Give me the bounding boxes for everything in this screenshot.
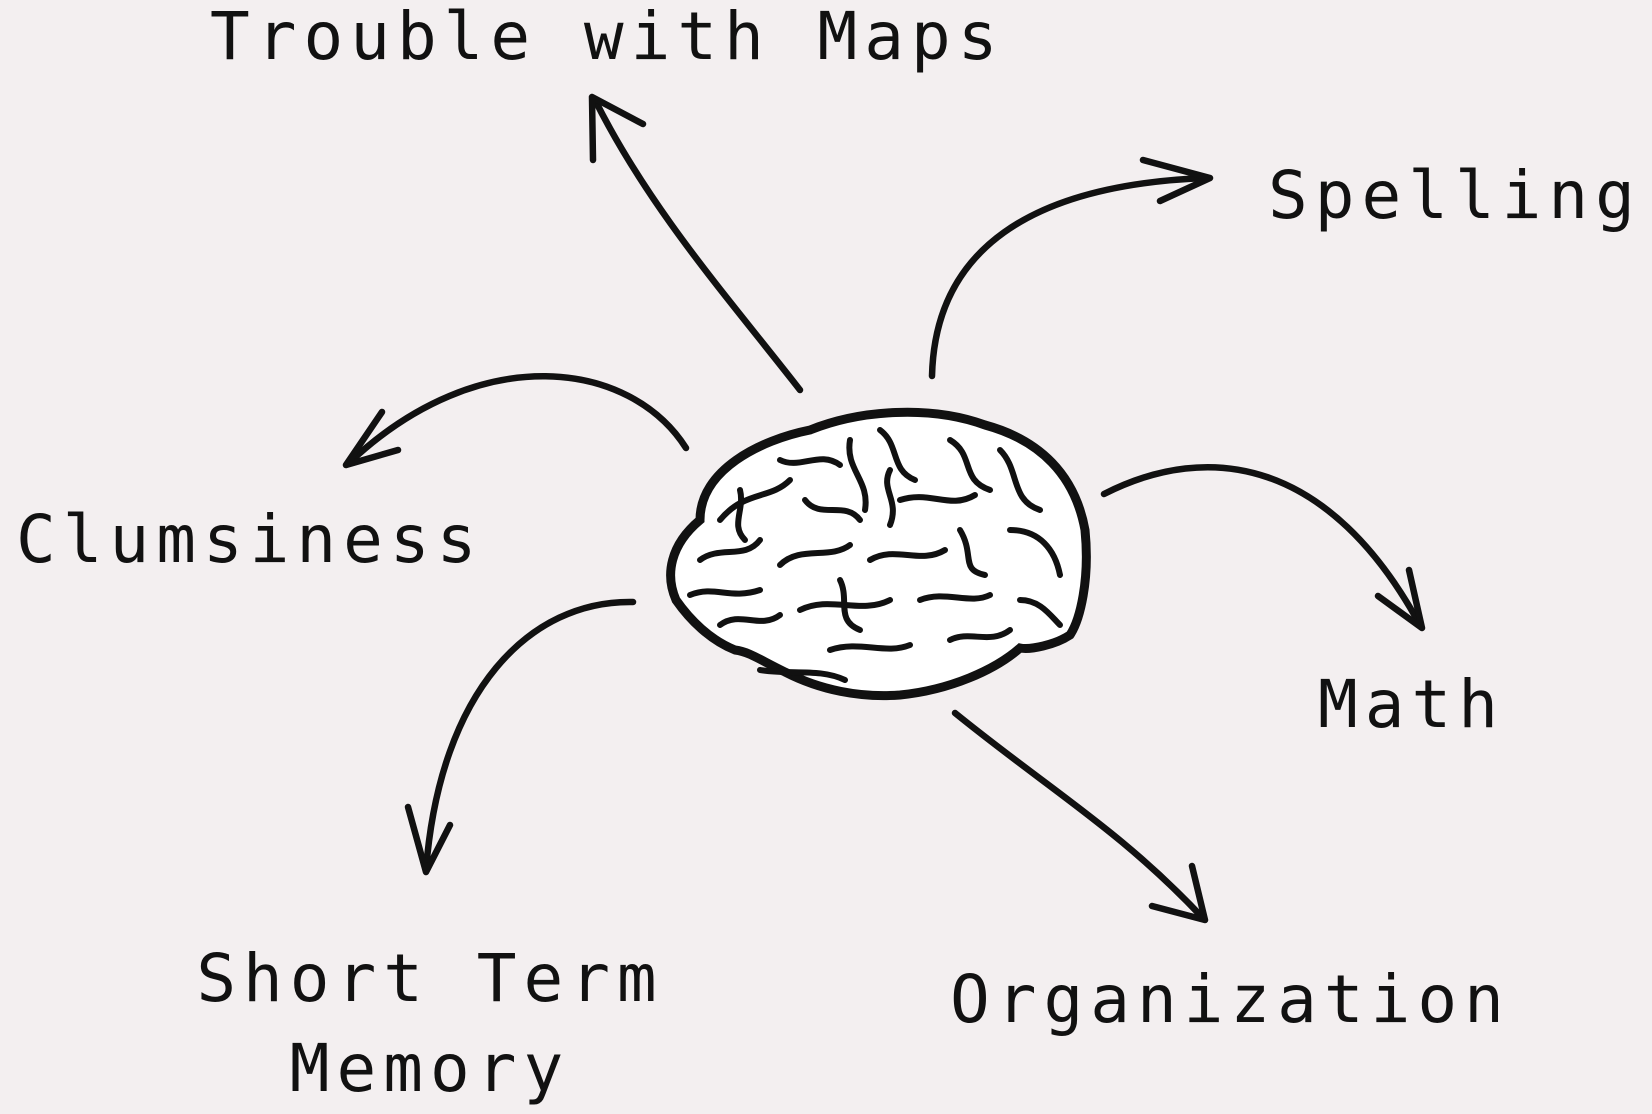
arrow-to-short-term-memory — [404, 598, 637, 876]
brain-icon — [666, 407, 1091, 701]
label-math: Math — [1318, 666, 1505, 743]
label-short-term-line1: Short Term — [196, 940, 664, 1017]
label-trouble-with-maps: Trouble with Maps — [210, 0, 1005, 75]
label-organization: Organization — [950, 961, 1511, 1038]
label-short-term-memory: Short Term Memory — [190, 934, 670, 1114]
arrow-to-math — [1100, 464, 1426, 632]
arrow-to-spelling — [928, 156, 1214, 380]
label-spelling: Spelling — [1268, 157, 1642, 234]
arrow-to-organization — [951, 709, 1209, 924]
arrow-to-maps — [588, 93, 804, 394]
label-clumsiness: Clumsiness — [16, 501, 484, 578]
label-short-term-line2: Memory — [289, 1030, 571, 1107]
arrow-to-clumsiness — [342, 373, 690, 469]
